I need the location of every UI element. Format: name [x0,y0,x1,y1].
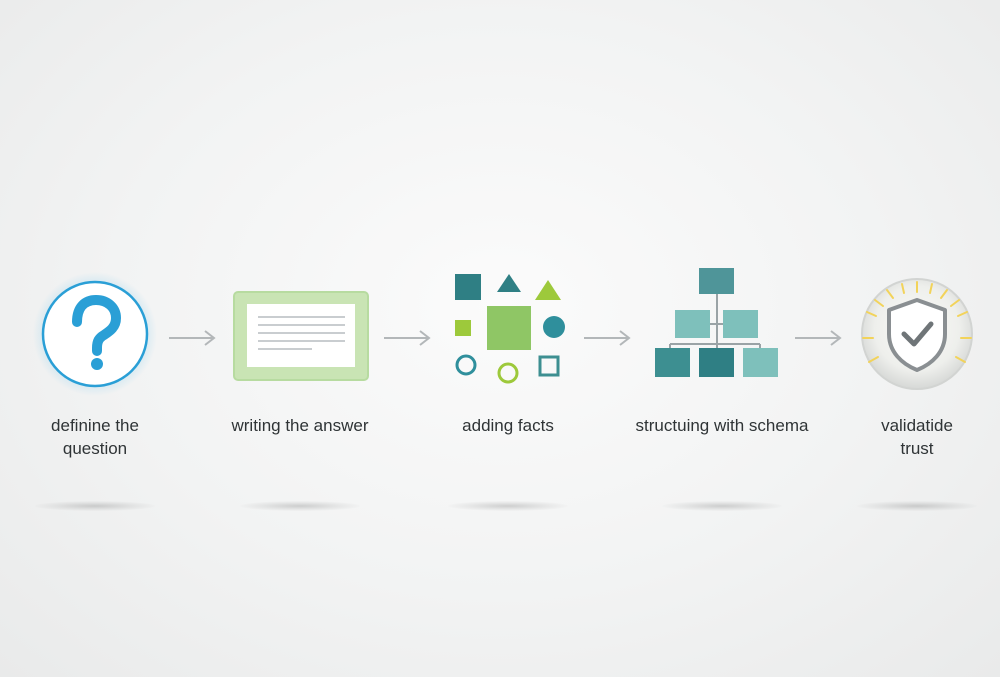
shield-check-icon [861,278,973,390]
step-label: writing the answer [231,416,369,435]
arrow-right-icon [384,330,431,346]
document-icon [233,291,369,381]
step-shadow [448,501,568,511]
question-mark-icon [33,272,157,396]
shapes-icon [455,274,565,384]
step-shadow [662,501,782,511]
step-structuring-schema: structuing with schema [622,260,822,520]
hierarchy-icon [655,268,778,377]
step-define-question: definine the question [0,260,195,520]
step-adding-facts: adding facts [408,260,608,520]
step-shadow [35,501,155,511]
arrow-right-icon [795,330,842,346]
step-label: validatide trust [881,416,953,458]
arrow-right-icon [584,330,631,346]
step-validate-trust: validatide trust [817,260,1000,520]
step-writing-answer: writing the answer [200,260,400,520]
step-label: definine the question [51,416,139,458]
step-label: structuing with schema [635,416,809,435]
step-label: adding facts [462,416,554,435]
step-shadow [240,501,360,511]
arrow-right-icon [169,330,216,346]
step-shadow [857,501,977,511]
